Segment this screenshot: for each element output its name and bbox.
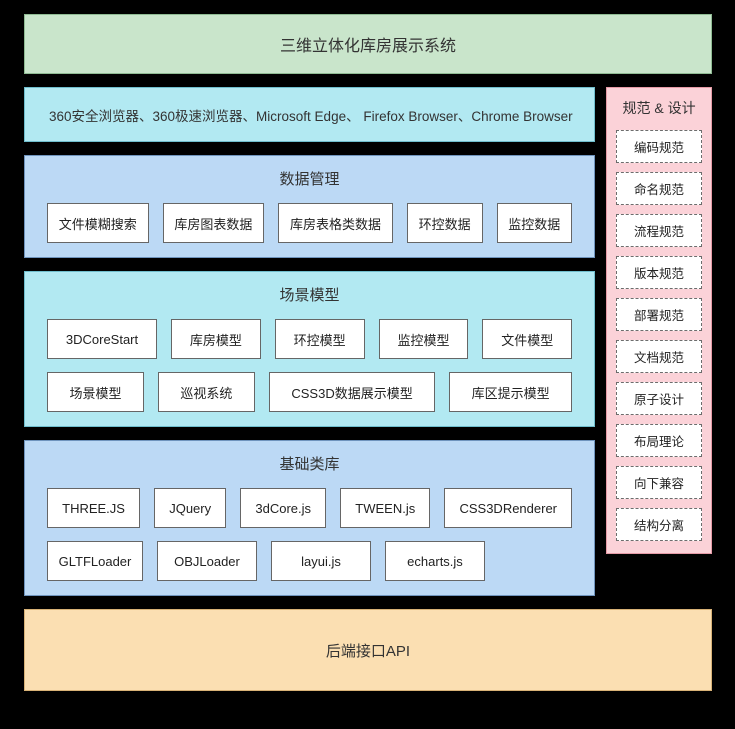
scene-model-item[interactable]: 文件模型	[482, 319, 573, 359]
sidebar-item-version-standard[interactable]: 版本规范	[616, 256, 702, 289]
sidebar-item-naming-standard[interactable]: 命名规范	[616, 172, 702, 205]
system-title: 三维立体化库房展示系统	[279, 38, 456, 55]
main-column: 360安全浏览器、360极速浏览器、Microsoft Edge、 Firefo…	[24, 87, 596, 596]
base-library-title: 基础类库	[279, 456, 340, 473]
data-management-item[interactable]: 库房表格类数据	[278, 203, 393, 243]
base-library-item[interactable]: OBJLoader	[157, 541, 257, 581]
browser-band: 360安全浏览器、360极速浏览器、Microsoft Edge、 Firefo…	[24, 87, 596, 142]
scene-model-item[interactable]: 监控模型	[378, 319, 469, 359]
scene-model-band: 场景模型 3DCoreStart 库房模型 环控模型 监控模型 文件模型 场景模…	[24, 271, 596, 427]
scene-model-item[interactable]: 库区提示模型	[449, 372, 573, 412]
base-library-item[interactable]: TWEEN.js	[340, 488, 431, 528]
base-library-item[interactable]: GLTFLoader	[47, 541, 143, 581]
sidebar-item-deployment-standard[interactable]: 部署规范	[616, 298, 702, 331]
base-library-item[interactable]: CSS3DRenderer	[444, 488, 573, 528]
browser-list: 360安全浏览器、360极速浏览器、Microsoft Edge、 Firefo…	[49, 108, 573, 124]
sidebar-title: 规范 & 设计	[622, 100, 696, 116]
scene-model-item[interactable]: 环控模型	[274, 319, 365, 359]
data-management-item[interactable]: 库房图表数据	[162, 203, 265, 243]
backend-api-band: 后端接口API	[24, 609, 712, 691]
sidebar-item-layout-theory[interactable]: 布局理论	[616, 424, 702, 457]
system-title-band: 三维立体化库房展示系统	[24, 14, 712, 74]
sidebar-item-backward-compatibility[interactable]: 向下兼容	[616, 466, 702, 499]
data-management-item[interactable]: 环控数据	[406, 203, 483, 243]
base-library-band: 基础类库 THREE.JS JQuery 3dCore.js TWEEN.js …	[24, 440, 596, 596]
data-management-band: 数据管理 文件模糊搜索 库房图表数据 库房表格类数据 环控数据 监控数据	[24, 155, 596, 258]
scene-model-item[interactable]: 3DCoreStart	[47, 319, 158, 359]
sidebar-item-atomic-design[interactable]: 原子设计	[616, 382, 702, 415]
scene-model-item[interactable]: 库房模型	[171, 319, 261, 359]
base-library-item[interactable]: 3dCore.js	[240, 488, 327, 528]
base-library-item[interactable]: layui.js	[271, 541, 371, 581]
data-management-title: 数据管理	[279, 171, 340, 188]
scene-model-row-2: 场景模型 巡视系统 CSS3D数据展示模型 库区提示模型	[25, 372, 594, 412]
scene-model-title: 场景模型	[279, 287, 340, 304]
scene-model-item[interactable]: CSS3D数据展示模型	[268, 372, 436, 412]
sidebar-item-structure-separation[interactable]: 结构分离	[616, 508, 702, 541]
data-management-row: 文件模糊搜索 库房图表数据 库房表格类数据 环控数据 监控数据	[25, 203, 594, 243]
backend-api-title: 后端接口API	[325, 642, 411, 660]
sidebar-item-document-standard[interactable]: 文档规范	[616, 340, 702, 373]
data-management-item[interactable]: 监控数据	[496, 203, 573, 243]
scene-model-item[interactable]: 巡视系统	[157, 372, 255, 412]
base-library-item[interactable]: THREE.JS	[47, 488, 141, 528]
base-library-item[interactable]: echarts.js	[385, 541, 485, 581]
standards-design-sidebar: 规范 & 设计 编码规范 命名规范 流程规范 版本规范 部署规范 文档规范 原子…	[606, 87, 712, 554]
data-management-item[interactable]: 文件模糊搜索	[47, 203, 149, 243]
sidebar-item-coding-standard[interactable]: 编码规范	[616, 130, 702, 163]
middle-region: 360安全浏览器、360极速浏览器、Microsoft Edge、 Firefo…	[24, 87, 712, 596]
base-library-row-1: THREE.JS JQuery 3dCore.js TWEEN.js CSS3D…	[25, 488, 594, 528]
scene-model-item[interactable]: 场景模型	[47, 372, 144, 412]
scene-model-row-1: 3DCoreStart 库房模型 环控模型 监控模型 文件模型	[25, 319, 594, 359]
base-library-row-2: GLTFLoader OBJLoader layui.js echarts.js	[25, 541, 594, 581]
sidebar-item-process-standard[interactable]: 流程规范	[616, 214, 702, 247]
base-library-item[interactable]: JQuery	[154, 488, 227, 528]
